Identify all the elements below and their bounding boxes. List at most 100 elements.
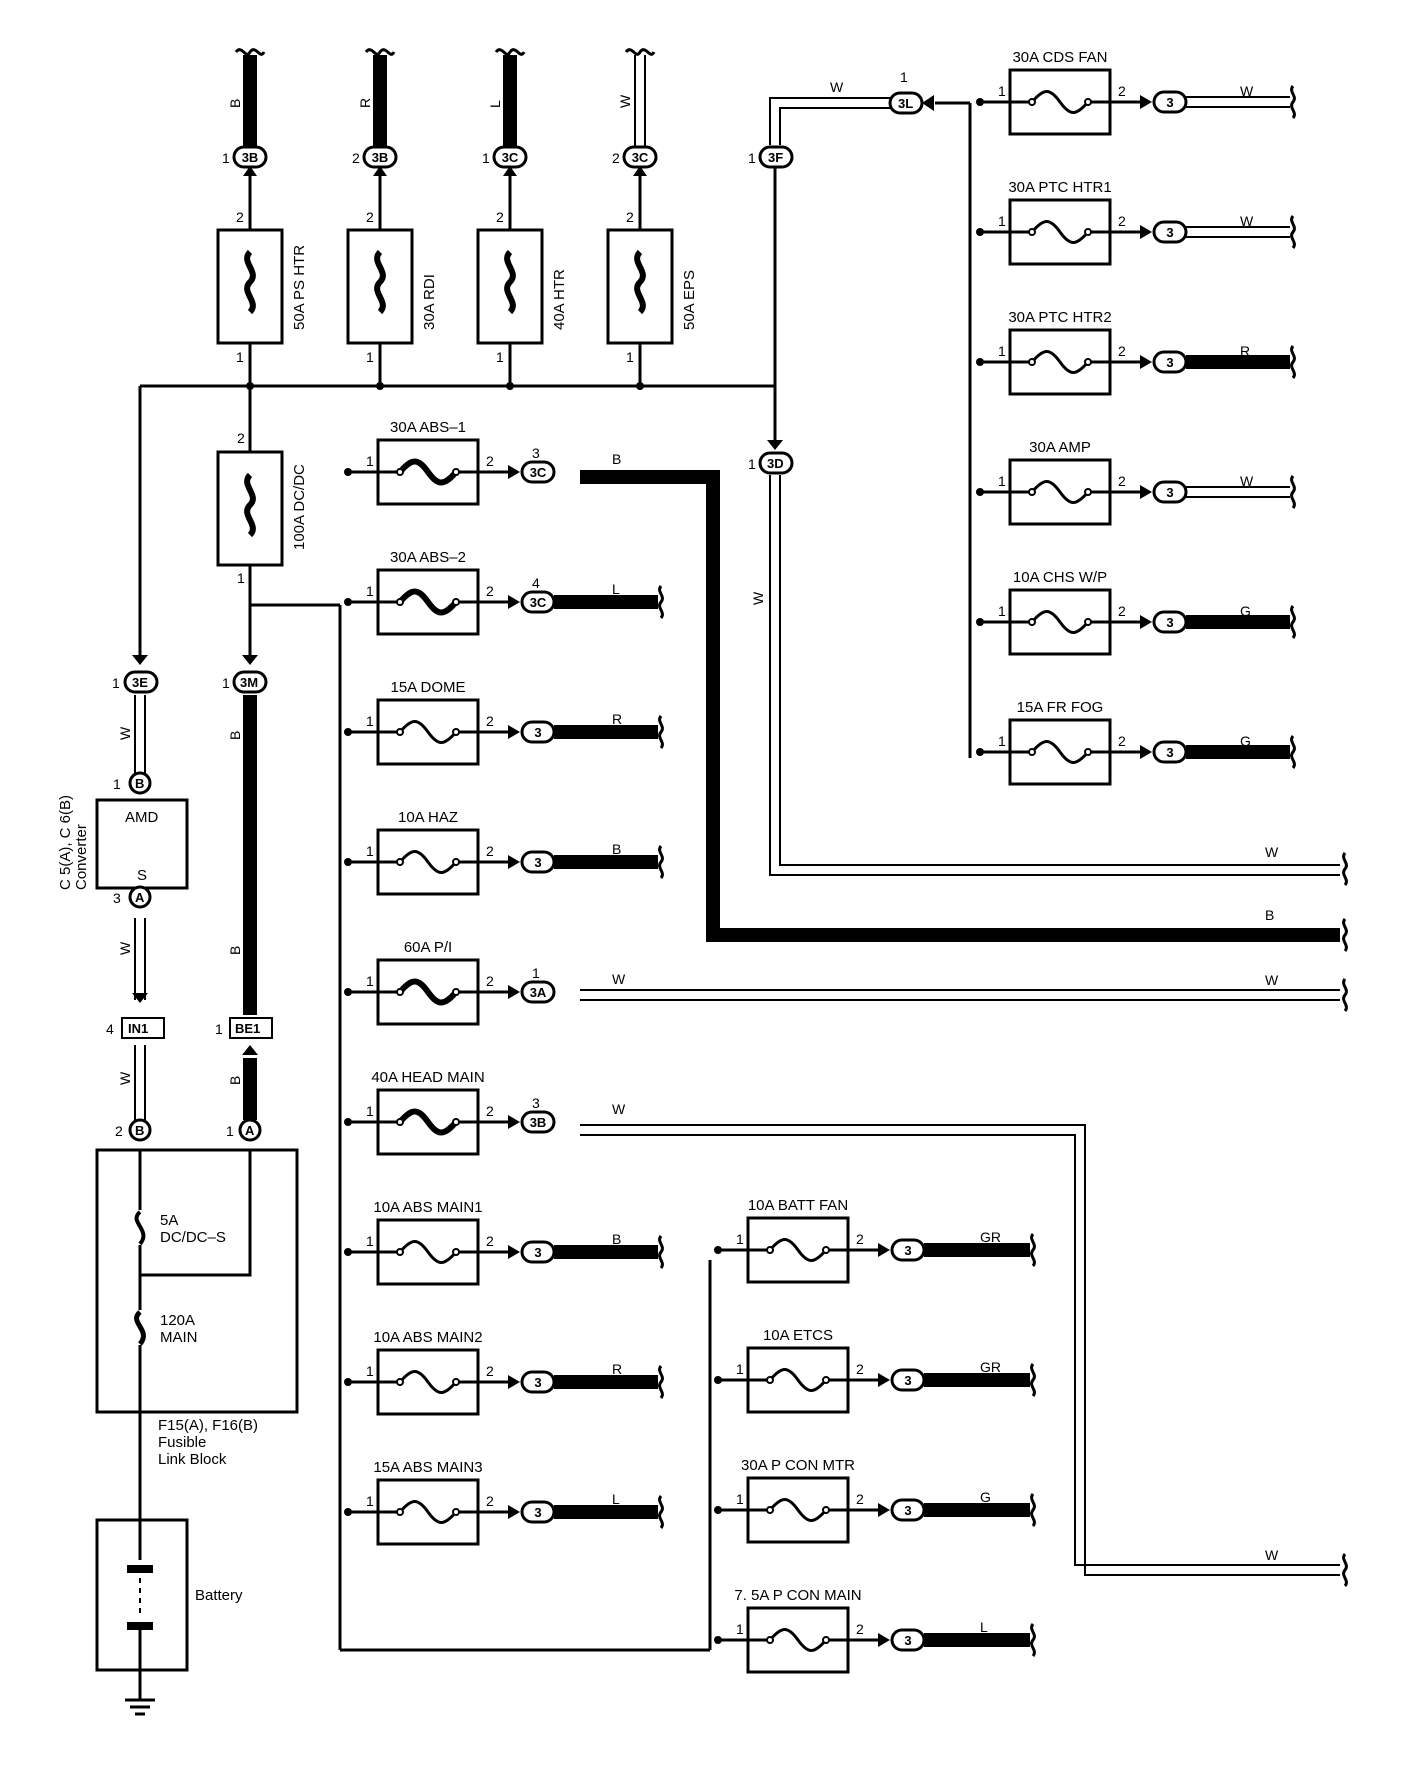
connector-oval (520, 1110, 556, 1134)
fuse-label: 30A RDI (421, 274, 438, 330)
fuse-icon (1030, 740, 1090, 764)
connector-pin: 2 (352, 150, 360, 166)
wire-label-out-w2: W (1265, 972, 1279, 988)
converter-terminal: S (137, 867, 147, 884)
fuse-icon (397, 978, 459, 1006)
fuse-pin-in: 1 (998, 343, 1006, 359)
wire-color: L (980, 1619, 988, 1635)
fuse-label: 30A PTC HTR2 (1008, 309, 1111, 326)
fuse-pin-in: 1 (998, 603, 1006, 619)
connector-in1: IN1 4 (106, 993, 165, 1039)
connector-id: 3C (502, 150, 519, 165)
fuse-pin-in: 1 (736, 1231, 744, 1247)
fuse-pin-out: 2 (1118, 473, 1126, 489)
fuse-dcdc-s-icon (134, 1210, 146, 1246)
wire-color: R (612, 1361, 622, 1377)
connector-id: 3 (534, 1375, 541, 1390)
connector-pin: 1 (482, 150, 490, 166)
connector-oval (520, 460, 556, 484)
wire-color: GR (980, 1359, 1001, 1375)
fuse-icon (1030, 90, 1090, 114)
connector-id: 3 (534, 725, 541, 740)
dcdc-pin-in: 2 (237, 430, 245, 446)
fuse-pin-in: 1 (366, 1103, 374, 1119)
svg-text:B: B (135, 1123, 144, 1138)
fuse-pin-in: 1 (736, 1621, 744, 1637)
wire-color: GR (980, 1229, 1001, 1245)
svg-text:3D: 3D (767, 456, 784, 471)
fuse-pin-out: 1 (236, 349, 244, 365)
wire-label-in1: W (117, 1071, 133, 1085)
svg-text:1: 1 (112, 675, 120, 691)
wire-end-icon (1290, 604, 1296, 640)
connector-converter-a: A 3 (113, 885, 152, 909)
wire-color: B (227, 99, 243, 108)
fuse-pin-out: 2 (486, 973, 494, 989)
connector-id: 3 (904, 1503, 911, 1518)
fuse-pin-out: 2 (486, 453, 494, 469)
wire-end-icon (364, 48, 396, 56)
fuse-icon (504, 249, 516, 315)
wire-end-icon (1030, 1622, 1036, 1658)
wire-end-icon (1290, 734, 1296, 770)
wire-color: L (612, 581, 620, 597)
wire-label-out-w3: W (1265, 1547, 1279, 1563)
fuse-pin-out: 2 (486, 713, 494, 729)
connector-3D: 3D 1 (748, 440, 794, 475)
connector-id: 3A (530, 985, 547, 1000)
fuse-dcdc-box (216, 450, 284, 567)
fuse-icon (398, 850, 458, 874)
wire-end-icon (658, 584, 664, 620)
wire-color: G (980, 1489, 991, 1505)
connector-fl-b: B 2 (115, 1118, 152, 1142)
connector-id: 3 (1166, 95, 1173, 110)
fuse-pin-in: 2 (366, 209, 374, 225)
connector-id: 3 (904, 1243, 911, 1258)
fuse-icon (1030, 610, 1090, 634)
fuse-icon (398, 1240, 458, 1264)
connector-id: 3 (904, 1373, 911, 1388)
connector-3E: 3E 1 (112, 655, 159, 694)
svg-text:3: 3 (113, 890, 121, 906)
wire-color: G (1240, 733, 1251, 749)
fuse-icon (1030, 480, 1090, 504)
fuse-icon (768, 1368, 828, 1392)
wire-label-bus-b: B (1265, 907, 1274, 923)
svg-text:3M: 3M (240, 675, 258, 690)
wire-end-icon (1030, 1232, 1036, 1268)
fuse-pin-in: 2 (496, 209, 504, 225)
fusible-link-caption-1: F15(A), F16(B) (158, 1417, 258, 1434)
svg-text:3E: 3E (132, 675, 148, 690)
wire-label-be1: B (227, 946, 243, 955)
fuse-pin-in: 1 (366, 1233, 374, 1249)
fuse-pin-out: 2 (1118, 343, 1126, 359)
fuse-icon (768, 1498, 828, 1522)
wire-end-icon (234, 48, 266, 56)
fuse-pin-out: 1 (496, 349, 504, 365)
fuse-label: 15A DOME (390, 679, 465, 696)
wire-end-icon (1030, 1492, 1036, 1528)
wire-color: R (357, 98, 373, 108)
svg-text:1: 1 (222, 675, 230, 691)
wire-color: W (612, 971, 626, 987)
fuse-label: 10A ABS MAIN2 (373, 1329, 482, 1346)
fuse-pin-out: 2 (1118, 733, 1126, 749)
connector-pin: 1 (222, 150, 230, 166)
connector-id: 3B (242, 150, 259, 165)
fuse-label: 10A BATT FAN (748, 1197, 848, 1214)
wire-color: W (1240, 473, 1254, 489)
